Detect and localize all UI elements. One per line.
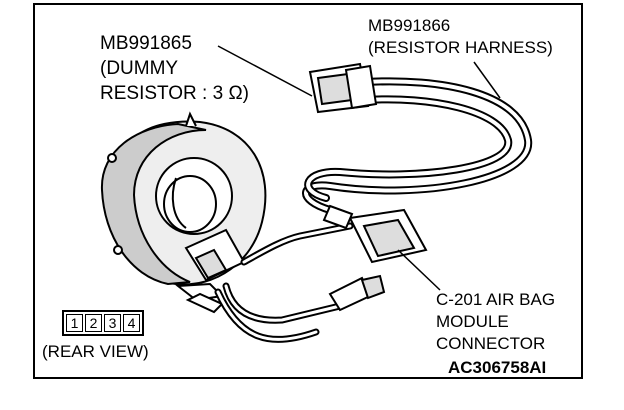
- connector-label-line2: MODULE: [436, 312, 509, 331]
- rear-view-label: (REAR VIEW): [42, 342, 149, 361]
- connector-label-line1: C-201 AIR BAG: [436, 290, 556, 309]
- air-bag-module-connector-illustration: [322, 204, 428, 264]
- pin-2: 2: [85, 314, 102, 332]
- leader-lines: [217, 45, 501, 291]
- pin-3: 3: [104, 314, 121, 332]
- dummy-resistor-label-line2: (DUMMY: [100, 58, 179, 79]
- pin-4: 4: [123, 314, 140, 332]
- clock-spring-connector: [184, 228, 246, 282]
- resistor-harness-part-number: MB991866: [368, 16, 451, 35]
- harness-wires: [214, 222, 354, 343]
- connector-pinout: 1 2 3 4: [62, 310, 144, 336]
- clock-spring: [100, 111, 267, 314]
- loose-lead-connector: [328, 274, 386, 312]
- resistor-harness-label: (RESISTOR HARNESS): [368, 38, 553, 57]
- connector-label-line3: CONNECTOR: [436, 334, 546, 353]
- dummy-resistor-part-number: MB991865: [100, 33, 192, 54]
- figure-code: AC306758AI: [448, 358, 547, 377]
- resistor-harness-wires: [302, 77, 533, 214]
- pin-1: 1: [66, 314, 83, 332]
- figure-frame: [33, 3, 583, 379]
- dummy-resistor-label-line3: RESISTOR : 3 Ω): [100, 83, 249, 104]
- dummy-resistor-connector: [308, 62, 378, 114]
